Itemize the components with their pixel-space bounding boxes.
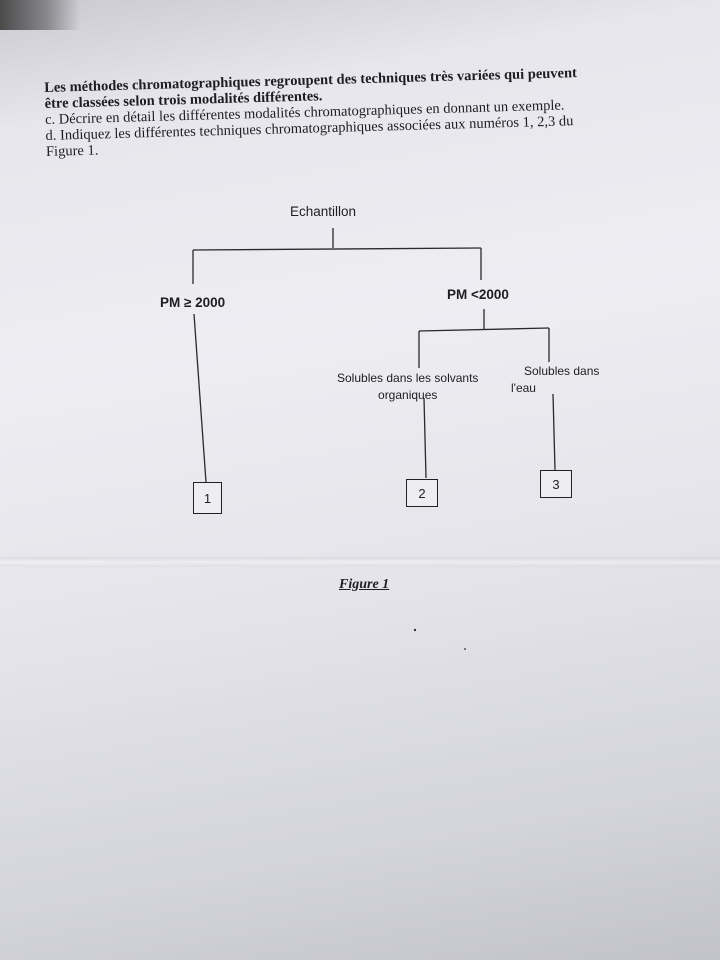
photo-background-corner	[0, 0, 80, 30]
speck	[413, 628, 417, 632]
top-branch-line	[192, 247, 482, 251]
figure-caption: Figure 1	[339, 577, 390, 592]
second-branch-line	[418, 327, 550, 332]
sub-left-label: Solubles dans les solvants organiques	[337, 370, 478, 404]
left-branch-label: PM ≥ 2000	[160, 295, 226, 310]
paper-fold	[0, 557, 720, 567]
sub-left-label-line2: organiques	[378, 388, 438, 402]
sub-right-label: Solubles dans l'eau	[511, 363, 599, 397]
sub-right-label-line1: Solubles dans	[524, 364, 600, 378]
box-3: 3	[540, 470, 572, 498]
root-label: Echantillon	[290, 204, 357, 219]
box-1: 1	[193, 482, 222, 514]
sub-left-label-line1: Solubles dans les solvants	[337, 371, 479, 385]
line-to-box3	[552, 393, 556, 471]
speck	[464, 648, 466, 650]
box-2: 2	[406, 479, 438, 507]
right-branch-label: PM <2000	[447, 287, 509, 302]
left-line-to-box1	[193, 313, 207, 483]
line-to-box2	[423, 397, 427, 479]
sub-right-label-line2: l'eau	[511, 381, 536, 395]
